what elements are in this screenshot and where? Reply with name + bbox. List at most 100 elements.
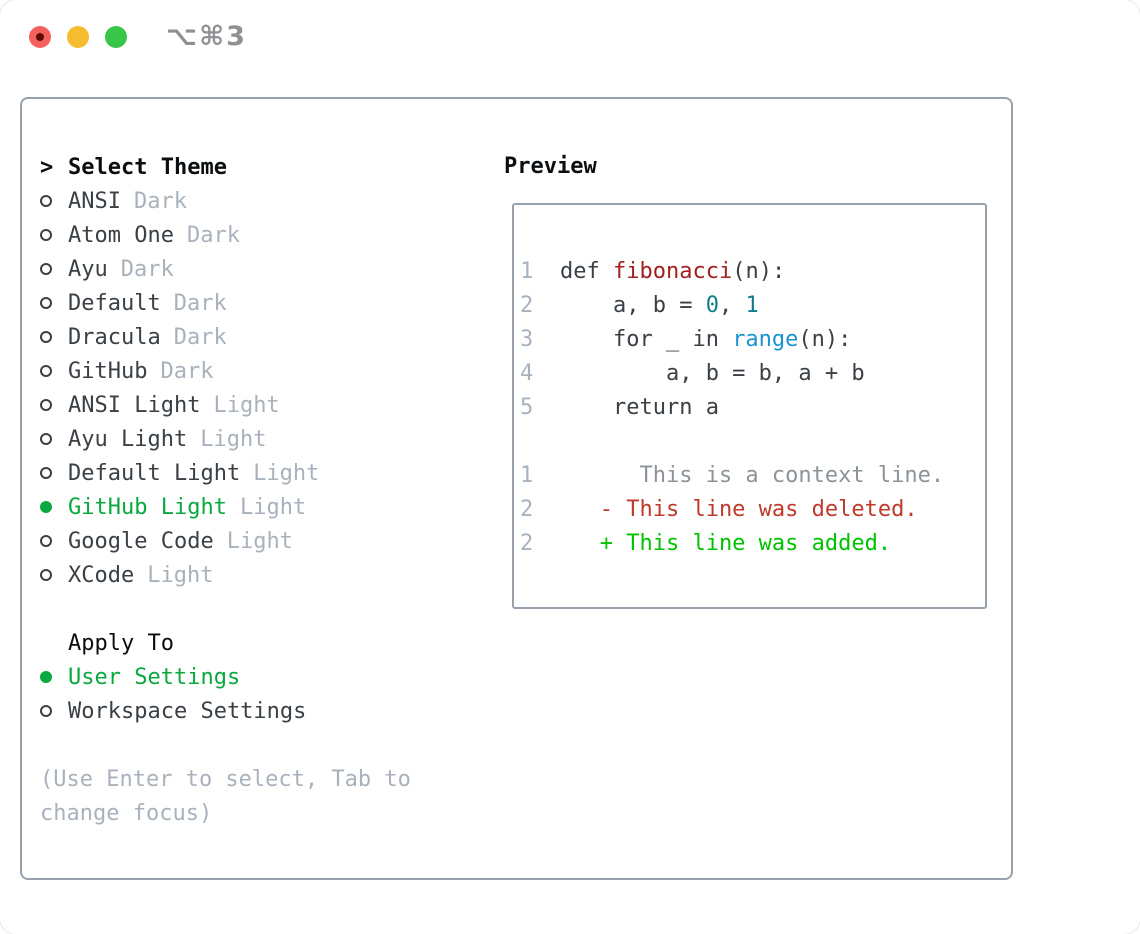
code-token-number: 0 bbox=[705, 292, 719, 318]
theme-option-default[interactable]: Default Dark bbox=[40, 286, 411, 320]
apply-to-option-label: User Settings bbox=[68, 664, 241, 690]
theme-name: GitHub bbox=[68, 358, 148, 384]
theme-name: XCode bbox=[68, 562, 135, 588]
line-number: 1 bbox=[520, 462, 534, 488]
radio-bullet bbox=[40, 569, 52, 581]
theme-name: Atom One bbox=[68, 222, 174, 248]
radio-bullet bbox=[40, 365, 52, 377]
traffic-light-close-button[interactable] bbox=[29, 26, 51, 48]
preview-code-line: 4 a, b = b, a + b bbox=[520, 356, 985, 390]
theme-variant-tag: Dark bbox=[120, 256, 174, 282]
line-number: 3 bbox=[520, 326, 534, 352]
theme-variant-tag: Light bbox=[226, 528, 293, 554]
focus-chevron-icon: > bbox=[40, 155, 68, 180]
theme-name: GitHub Light bbox=[68, 494, 227, 520]
code-token-code: def bbox=[560, 258, 613, 284]
code-token-code: a, b = bbox=[560, 292, 706, 318]
radio-unselected-icon bbox=[40, 467, 68, 479]
preview-code-line: 2 - This line was deleted. bbox=[520, 492, 985, 526]
preview-code-line: 1 def fibonacci(n): bbox=[520, 254, 985, 288]
theme-name: Default Light bbox=[68, 460, 241, 486]
radio-unselected-icon bbox=[40, 229, 68, 241]
code-token-func: fibonacci bbox=[612, 258, 733, 284]
theme-option-github-light[interactable]: GitHub Light Light bbox=[40, 490, 411, 524]
hint-text: change focus) bbox=[40, 800, 213, 826]
code-token-context: This is a context line. bbox=[560, 462, 945, 488]
traffic-light-zoom-button[interactable] bbox=[105, 26, 127, 48]
theme-option-atom-one[interactable]: Atom One Dark bbox=[40, 218, 411, 252]
radio-unselected-icon bbox=[40, 297, 68, 309]
radio-unselected-icon bbox=[40, 263, 68, 275]
radio-bullet bbox=[40, 433, 52, 445]
apply-to-option-user-settings[interactable]: User Settings bbox=[40, 660, 411, 694]
code-token-builtin: range bbox=[732, 326, 799, 352]
code-token-code: , bbox=[718, 292, 746, 318]
code-token-code: (n): bbox=[732, 258, 786, 284]
theme-variant-tag: Light bbox=[239, 494, 307, 520]
line-number: 2 bbox=[520, 496, 534, 522]
spacer-row bbox=[40, 728, 411, 762]
radio-unselected-icon bbox=[40, 705, 68, 717]
line-number: 4 bbox=[520, 360, 534, 386]
select-theme-header: > Select Theme bbox=[40, 150, 411, 184]
unsaved-changes-dot-icon bbox=[36, 33, 44, 41]
select-theme-header-label: Select Theme bbox=[68, 154, 227, 180]
code-token-added: + This line was added. bbox=[560, 530, 892, 556]
theme-name: ANSI Light bbox=[68, 392, 201, 418]
apply-to-header: Apply To bbox=[40, 626, 411, 660]
theme-option-default-light[interactable]: Default Light Light bbox=[40, 456, 411, 490]
theme-variant-tag: Dark bbox=[186, 222, 240, 248]
radio-bullet bbox=[40, 229, 52, 241]
radio-bullet bbox=[40, 705, 52, 717]
theme-name: ANSI bbox=[68, 188, 121, 214]
keyboard-hint-line-2: change focus) bbox=[40, 796, 411, 830]
radio-bullet bbox=[40, 671, 52, 683]
code-token-code: (n): bbox=[798, 326, 852, 352]
radio-unselected-icon bbox=[40, 331, 68, 343]
theme-variant-tag: Dark bbox=[173, 324, 227, 350]
theme-name: Default bbox=[68, 290, 161, 316]
preview-header: Preview bbox=[504, 154, 597, 179]
line-number: 5 bbox=[520, 394, 534, 420]
theme-variant-tag: Dark bbox=[173, 290, 227, 316]
code-token-code: return a bbox=[560, 394, 719, 420]
radio-selected-icon bbox=[40, 501, 68, 513]
radio-unselected-icon bbox=[40, 195, 68, 207]
radio-selected-icon bbox=[40, 671, 68, 683]
theme-name: Dracula bbox=[68, 324, 161, 350]
radio-unselected-icon bbox=[40, 569, 68, 581]
radio-bullet bbox=[40, 331, 52, 343]
window-title: ⌥⌘3 bbox=[166, 21, 247, 52]
radio-bullet bbox=[40, 297, 52, 309]
theme-variant-tag: Light bbox=[253, 460, 320, 486]
code-token-deleted: - This line was deleted. bbox=[560, 496, 918, 522]
radio-unselected-icon bbox=[40, 365, 68, 377]
traffic-light-minimize-button[interactable] bbox=[67, 26, 89, 48]
keyboard-hint-line-1: (Use Enter to select, Tab to bbox=[40, 762, 411, 796]
apply-to-option-workspace-settings[interactable]: Workspace Settings bbox=[40, 694, 411, 728]
chevron-glyph: > bbox=[40, 154, 54, 180]
theme-option-ayu[interactable]: Ayu Dark bbox=[40, 252, 411, 286]
hint-text: (Use Enter to select, Tab to bbox=[40, 766, 411, 792]
preview-code-line: 2 a, b = 0, 1 bbox=[520, 288, 985, 322]
radio-unselected-icon bbox=[40, 535, 68, 547]
preview-code-line: 3 for _ in range(n): bbox=[520, 322, 985, 356]
preview-code-line: 5 return a bbox=[520, 390, 985, 424]
line-number: 2 bbox=[520, 292, 534, 318]
radio-bullet bbox=[40, 501, 52, 513]
code-token-code: a, b = b, a + b bbox=[560, 360, 865, 386]
line-number: 1 bbox=[520, 258, 534, 284]
theme-name: Ayu bbox=[68, 256, 108, 282]
radio-unselected-icon bbox=[40, 433, 68, 445]
theme-option-dracula[interactable]: Dracula Dark bbox=[40, 320, 411, 354]
